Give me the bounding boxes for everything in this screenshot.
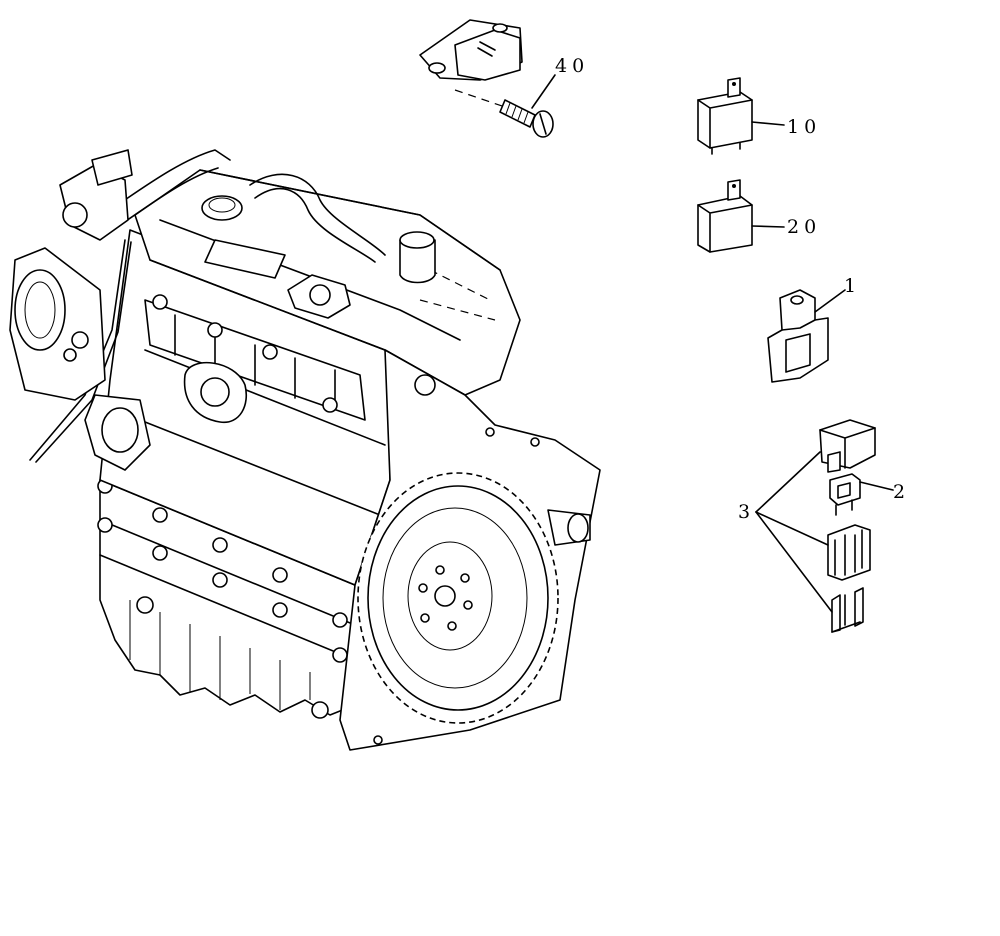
leader-2	[859, 481, 894, 491]
part-20-relay	[697, 179, 753, 253]
part-2-fuse	[829, 473, 861, 516]
callout-2: 2	[893, 481, 910, 503]
leader-1	[814, 289, 846, 313]
part-1-bracket	[767, 289, 829, 383]
part-3-terminal-clip	[831, 587, 864, 633]
part-40-assembly-line	[454, 89, 509, 109]
engine-assembly	[9, 149, 601, 751]
part-3-fuse-holder-top	[819, 419, 876, 473]
leader-3-group	[755, 451, 833, 613]
callout-40: 40	[555, 55, 589, 77]
part-3-fuse-holder-middle	[827, 524, 871, 581]
callout-20: 20	[787, 216, 821, 238]
leader-40	[531, 74, 556, 109]
callout-10: 10	[787, 116, 821, 138]
part-10-relay	[697, 77, 753, 155]
part-40-screw	[499, 99, 554, 138]
leader-20	[751, 225, 785, 228]
part-40-bracket	[419, 19, 523, 81]
callout-1: 1	[844, 275, 861, 297]
leader-10	[751, 121, 785, 126]
callout-3: 3	[738, 501, 755, 523]
crankcase-bolts	[97, 478, 348, 719]
flywheel	[357, 472, 559, 724]
